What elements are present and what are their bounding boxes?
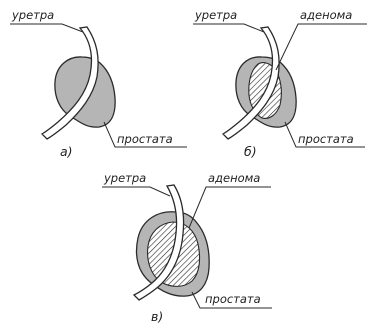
panel-c-prostate-label: простата	[205, 292, 261, 306]
panel-b-adenoma-leader	[276, 24, 367, 70]
panel-b: уретра аденома простата б)	[193, 8, 367, 159]
panel-c: уретра аденома простата в)	[102, 171, 272, 324]
panel-c-urethra-label: уретра	[103, 171, 146, 185]
panel-a-prostate-label: простата	[117, 132, 173, 146]
panel-b-prostate-label: простата	[298, 132, 354, 146]
panel-a: уретра простата а)	[10, 8, 187, 159]
panel-a-urethra-label: уретра	[11, 8, 54, 22]
panel-c-caption: в)	[151, 309, 163, 324]
panel-c-urethra-leader	[102, 187, 170, 196]
panel-b-urethra-leader	[193, 24, 264, 32]
panel-a-caption: а)	[60, 144, 73, 159]
panel-c-adenoma-leader	[189, 187, 271, 228]
panel-b-urethra-label: уретра	[194, 8, 237, 22]
panel-b-caption: б)	[244, 144, 257, 159]
panel-b-adenoma-label: аденома	[300, 8, 352, 22]
panel-a-urethra-leader	[10, 24, 83, 32]
panel-c-adenoma-label: аденома	[208, 171, 260, 185]
